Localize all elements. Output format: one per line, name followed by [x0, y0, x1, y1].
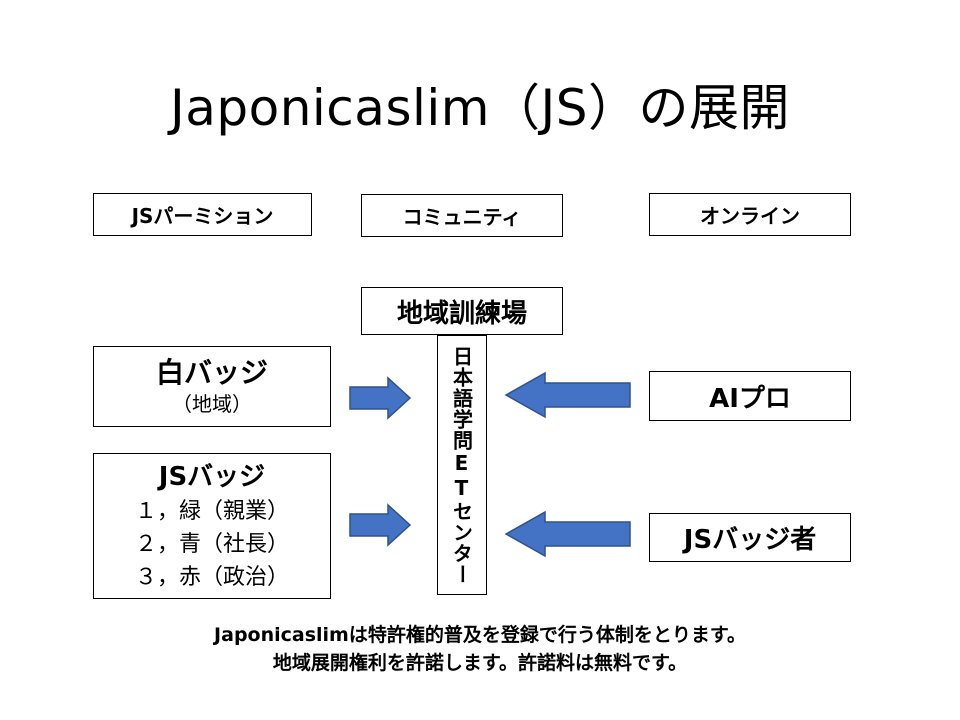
right-arrow-icon — [349, 376, 412, 420]
online-label: オンライン — [700, 204, 800, 228]
page-title: Japonicaslim（JS）の展開 — [170, 79, 790, 137]
js-permission-label: JSパーミション — [131, 204, 274, 228]
left-arrow-icon — [504, 371, 631, 419]
japanese-study-center-label: 日本語学問ETセンター — [449, 346, 474, 585]
white-badge-title: 白バッジ — [155, 355, 268, 389]
footer-line-1: Japonicaslimは特許権的普及を登録で行う体制をとります。 — [214, 624, 746, 646]
japanese-study-center-box: 日本語学問ETセンター — [437, 335, 487, 595]
js-permission-box: JSパーミション — [93, 193, 312, 236]
js-badge-holder-box: JSバッジ者 — [649, 513, 851, 562]
regional-training-box: 地域訓練場 — [361, 287, 563, 335]
js-badge-item: ２，青（社長） — [134, 531, 289, 557]
js-badge-title: JSバッジ — [158, 461, 266, 492]
js-badge-item: ３，赤（政治） — [134, 564, 289, 590]
community-label: コミュニティ — [402, 205, 522, 229]
js-badge-holder-label: JSバッジ者 — [683, 525, 817, 555]
online-box: オンライン — [649, 193, 851, 236]
footer-line-2: 地域展開権利を許諾します。許諾料は無料です。 — [272, 652, 688, 674]
right-arrow-icon — [349, 503, 412, 547]
ai-pro-label: AIプロ — [709, 383, 791, 414]
community-box: コミュニティ — [361, 194, 563, 237]
white-badge-subtitle: （地域） — [171, 391, 252, 416]
js-badge-item: １，緑（親業） — [134, 498, 289, 524]
regional-training-label: 地域訓練場 — [396, 298, 527, 329]
left-arrow-icon — [504, 510, 631, 558]
js-badge-box: JSバッジ １，緑（親業） ２，青（社長） ３，赤（政治） — [93, 453, 331, 599]
ai-pro-box: AIプロ — [649, 371, 851, 421]
white-badge-box: 白バッジ （地域） — [93, 346, 331, 427]
